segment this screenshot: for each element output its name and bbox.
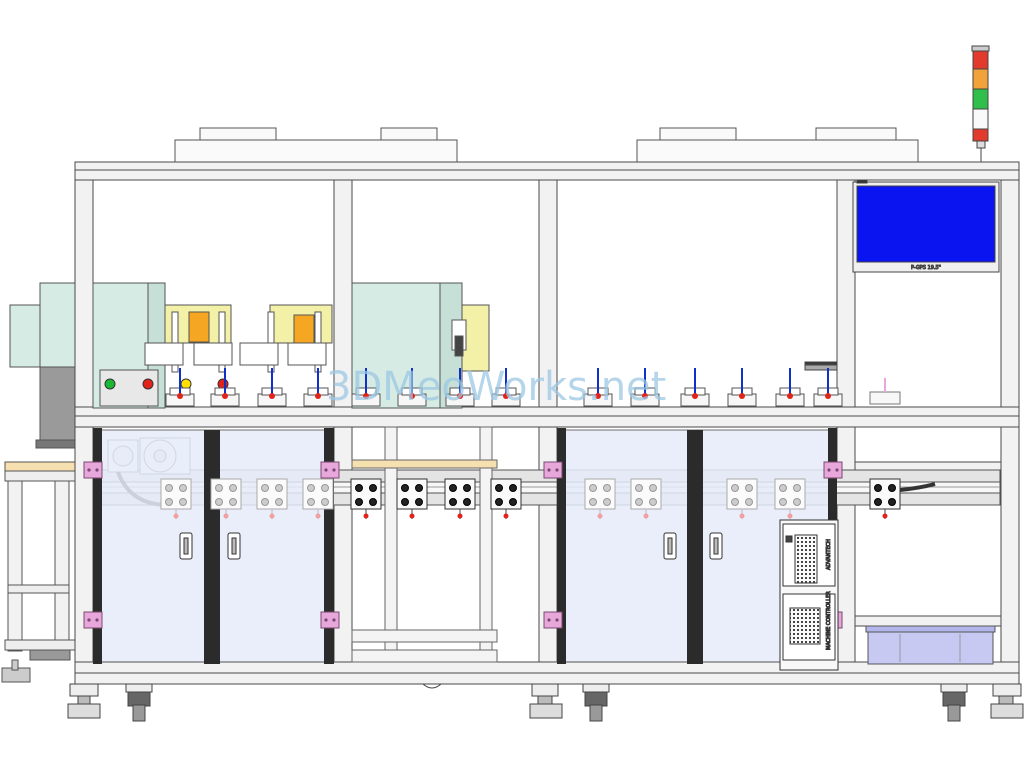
tower-light-red-bottom <box>972 128 989 142</box>
ipc-brand: ADVANTECH <box>826 539 832 570</box>
door-1 <box>99 429 214 663</box>
tower-light-red <box>972 50 989 70</box>
upper-fixture <box>351 368 381 407</box>
lower-fixture <box>490 478 522 519</box>
upper-fixture-row <box>165 368 843 407</box>
main-frame <box>74 161 1020 685</box>
feet-and-casters <box>67 683 1024 722</box>
door-row <box>93 428 837 664</box>
upper-fixture <box>165 368 195 407</box>
lower-fixture <box>774 478 806 519</box>
middle-bay-frame <box>351 426 498 663</box>
watermark: 3DMeoWorks.net <box>326 364 666 410</box>
left-feeder-module <box>1 282 81 683</box>
upper-fixture <box>630 368 660 407</box>
monitor-label: P-GPS 19.5" <box>911 265 941 271</box>
lamp-red <box>142 378 154 390</box>
pink-bracket <box>320 611 340 629</box>
lower-fixture <box>256 478 288 519</box>
top-covers <box>174 127 919 163</box>
tower-light-green <box>972 88 989 110</box>
lower-fixture <box>869 478 901 519</box>
tower-light <box>971 45 990 165</box>
pink-bracket <box>823 461 843 479</box>
pink-bracket <box>543 461 563 479</box>
tower-light-orange <box>972 68 989 90</box>
pink-bracket <box>320 461 340 479</box>
industrial-pc: ADVANTECH MACHINE CONTROLLER <box>779 519 839 671</box>
right-small-fixture <box>869 378 901 405</box>
pink-bracket <box>83 461 103 479</box>
lower-fixture-row <box>160 478 901 519</box>
upper-fixture <box>813 368 843 407</box>
frame-brackets <box>83 461 843 629</box>
pusher-arm <box>804 361 838 371</box>
ipc-model: MACHINE CONTROLLER <box>826 591 832 650</box>
press-unit-2 <box>239 304 333 373</box>
upper-fixture <box>303 368 333 407</box>
lower-fixture <box>210 478 242 519</box>
lower-fixture <box>726 478 758 519</box>
upper-fixture <box>491 368 521 407</box>
lower-fixture <box>302 478 334 519</box>
monitor-screen <box>856 185 996 263</box>
upper-fixture <box>397 368 427 407</box>
pink-bracket <box>543 611 563 629</box>
lower-fixture <box>396 478 428 519</box>
lower-fixture <box>160 478 192 519</box>
upper-fixture <box>775 368 805 407</box>
lower-fixture <box>584 478 616 519</box>
upper-fixture <box>445 368 475 407</box>
upper-fixture <box>257 368 287 407</box>
upper-fixture <box>727 368 757 407</box>
lower-fixture <box>630 478 662 519</box>
lamp-green <box>104 378 116 390</box>
press-unit-1 <box>144 304 233 373</box>
upper-middle-hood <box>351 282 490 409</box>
right-chain <box>899 482 936 492</box>
storage-bin <box>865 625 996 665</box>
upper-fixture <box>583 368 613 407</box>
upper-fixture <box>210 368 240 407</box>
pink-bracket <box>83 611 103 629</box>
lower-fixture <box>444 478 476 519</box>
hmi-monitor: P-GPS 19.5" <box>852 179 1000 273</box>
upper-fixture <box>680 368 710 407</box>
lower-fixture <box>350 478 382 519</box>
